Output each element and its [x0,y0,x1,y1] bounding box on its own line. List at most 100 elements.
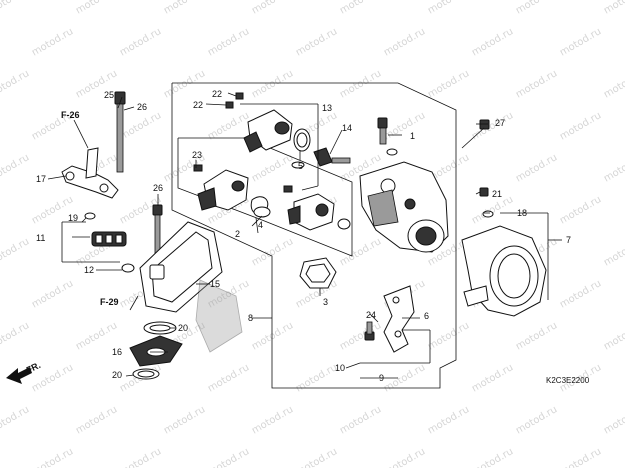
watermark-text: motod.ru [558,110,603,142]
watermark-text: motod.ru [206,26,251,58]
front-arrow-icon [6,367,32,384]
watermark-text: motod.ru [426,404,471,436]
watermark-text: motod.ru [514,152,559,184]
leader-lines [47,92,562,377]
callout-9: 9 [379,373,384,383]
watermark-text: motod.ru [30,446,75,468]
watermark-text: motod.ru [470,362,515,394]
cover-part [461,210,547,317]
callout-8: 8 [248,313,253,323]
callout-26a: 26 [137,102,147,112]
watermark-text: motod.ru [0,152,31,184]
watermark-text: motod.ru [382,110,427,142]
watermark-text: motod.ru [118,26,163,58]
tp-sensor-part [193,164,271,218]
watermark-text: motod.ru [382,26,427,58]
callout-18: 18 [517,208,527,218]
watermark-text: motod.ru [250,236,295,268]
callout-22a: 22 [212,89,222,99]
watermark-text: motod.ru [338,320,383,352]
throttle-body-part [359,117,449,253]
iacv-part [283,185,351,231]
callout-25: 25 [104,90,114,100]
watermark-text: motod.ru [514,68,559,100]
watermark-text: motod.ru [162,404,207,436]
watermark-text: motod.ru [118,110,163,142]
watermark-text: motod.ru [338,236,383,268]
callout-5: 5 [298,161,303,171]
callout-16: 16 [112,347,122,357]
watermark-text: motod.ru [0,320,31,352]
callout-27: 27 [495,118,505,128]
watermark-text: motod.ru [0,236,31,268]
watermark-text: motod.ru [470,446,515,468]
callout-12: 12 [84,265,94,275]
injector-part [84,212,135,273]
intake-pipe-part [139,221,243,353]
callout-17: 17 [36,174,46,184]
callout-3: 3 [323,297,328,307]
callout-22b: 22 [193,100,203,110]
watermark-text: motod.ru [294,362,339,394]
watermark-text: motod.ru [558,194,603,226]
callout-2: 2 [235,229,240,239]
callout-26b: 26 [153,183,163,193]
watermark-text: motod.ru [602,68,625,100]
watermark-text: motod.ru [602,320,625,352]
watermark-text: motod.ru [338,404,383,436]
section-ref-f26: F-26 [61,110,80,120]
callout-labels: 1 2 3 4 5 6 7 8 9 10 11 12 13 14 15 16 1… [36,89,571,383]
section-refs: F-26 F-29 [61,110,119,307]
watermark-text: motod.ru [250,152,295,184]
callout-10: 10 [335,363,345,373]
watermark-text: motod.ru [514,320,559,352]
watermark-text: motod.ru [558,278,603,310]
watermark-text: motod.ru [250,404,295,436]
bracket-part [383,285,415,353]
watermark-text: motod.ru [470,110,515,142]
watermark-text: motod.ru [74,0,119,17]
watermark-text: motod.ru [382,446,427,468]
watermark-text: motod.ru [250,68,295,100]
callout-4: 4 [258,220,263,230]
gasket-parts [129,321,183,380]
watermark-text: motod.ru [0,68,31,100]
watermark-text: motod.ru [0,404,31,436]
callout-1: 1 [410,131,415,141]
watermark-text: motod.ru [338,0,383,17]
callout-20a: 20 [178,323,188,333]
watermark-text: motod.ru [426,320,471,352]
watermark-text: motod.ru [250,0,295,17]
watermark-text: motod.ru [470,26,515,58]
watermark-text: motod.ru [602,404,625,436]
watermark-text: motod.ru [206,446,251,468]
watermark-text: motod.ru [426,68,471,100]
watermark-text: motod.ru [514,0,559,17]
watermark-text: motod.ru [30,26,75,58]
watermark-text: motod.ru [338,68,383,100]
watermark-text: motod.ru [602,152,625,184]
section-ref-f29: F-29 [100,297,119,307]
watermark-text: motod.ru [294,446,339,468]
watermark-text: motod.ru [558,446,603,468]
watermark-text: motod.ru [294,26,339,58]
callout-11: 11 [36,233,45,243]
diagram-code: K2C3E2200 [546,376,590,385]
callout-23: 23 [192,150,202,160]
watermark-text: motod.ru [74,404,119,436]
callout-15: 15 [210,279,220,289]
watermark-text: motod.ru [514,404,559,436]
front-label: FR. [25,360,42,375]
watermark-text: motod.ru [602,236,625,268]
callout-7: 7 [566,235,571,245]
watermark-text: motod.ru [250,320,295,352]
callout-6: 6 [424,311,429,321]
watermark-text: motod.ru [206,362,251,394]
watermark-text: motod.ru [162,0,207,17]
watermark-text: motod.ru [470,194,515,226]
watermark-text: motod.ru [558,26,603,58]
watermark-text: motod.ru [602,0,625,17]
watermark-text: motod.ru [30,278,75,310]
callout-21: 21 [492,189,502,199]
callout-24: 24 [366,310,376,320]
